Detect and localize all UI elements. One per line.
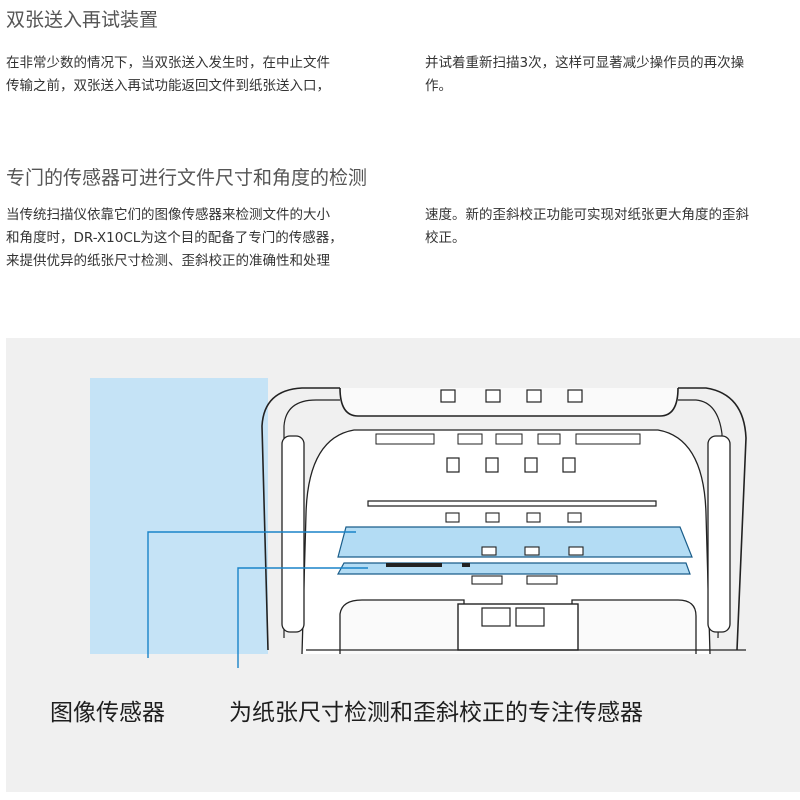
leader-line-dedicated-sensor xyxy=(237,567,368,668)
paragraph-sensor-left: 当传统扫描仪依靠它们的图像传感器来检测文件的大小 和角度时，DR-X10CL为这… xyxy=(6,204,406,273)
scanner-top-lid xyxy=(339,387,679,417)
section-heading-dedicated-sensor: 专门的传感器可进行文件尺寸和角度的检测 xyxy=(6,167,368,189)
scanner-left-wall xyxy=(261,387,340,651)
feed-slot xyxy=(367,500,657,507)
scanner-right-wall xyxy=(678,387,747,651)
scanner-illustration xyxy=(90,378,747,668)
roller-row-top xyxy=(440,389,583,403)
paragraph-double-feed-right: 并试着重新扫描3次，这样可显著减少操作员的再次操 作。 xyxy=(425,52,795,98)
text-line: 速度。新的歪斜校正功能可实现对纸张更大角度的歪斜 xyxy=(425,207,749,223)
paragraph-sensor-right: 速度。新的歪斜校正功能可实现对纸张更大角度的歪斜 校正。 xyxy=(425,204,795,250)
text-line: 并试着重新扫描3次，这样可显著减少操作员的再次操 xyxy=(425,55,745,71)
text-line: 校正。 xyxy=(425,230,466,246)
caption-image-sensor: 图像传感器 xyxy=(50,700,165,726)
text-line: 当传统扫描仪依靠它们的图像传感器来检测文件的大小 xyxy=(6,207,330,223)
sensor-strip-upper xyxy=(337,526,693,558)
paper-stopper xyxy=(457,603,579,651)
right-paper-guide xyxy=(707,435,731,633)
leader-line-image-sensor xyxy=(147,531,356,658)
paragraph-double-feed-left: 在非常少数的情况下，当双张送入发生时，在中止文件 传输之前，双张送入再试功能返回… xyxy=(6,52,396,98)
text-line: 和角度时，DR-X10CL为这个目的配备了专门的传感器， xyxy=(6,230,343,246)
caption-dedicated-sensor: 为纸张尺寸检测和歪斜校正的专注传感器 xyxy=(229,700,643,726)
indicator-row xyxy=(375,433,641,445)
scanner-diagram-figure: 图像传感器 为纸张尺寸检测和歪斜校正的专注传感器 xyxy=(6,338,800,792)
roller-row-middle xyxy=(446,457,576,473)
text-line: 作。 xyxy=(425,78,452,94)
text-line: 来提供优异的纸张尺寸检测、歪斜校正的准确性和处理 xyxy=(6,253,330,269)
image-sensor-panel xyxy=(90,378,268,654)
left-paper-guide xyxy=(281,435,305,633)
text-line: 在非常少数的情况下，当双张送入发生时，在中止文件 xyxy=(6,55,330,71)
section-heading-double-feed-retry: 双张送入再试装置 xyxy=(6,9,159,31)
text-line: 传输之前，双张送入再试功能返回文件到纸张送入口， xyxy=(6,78,330,94)
sensor-elements xyxy=(386,563,470,567)
